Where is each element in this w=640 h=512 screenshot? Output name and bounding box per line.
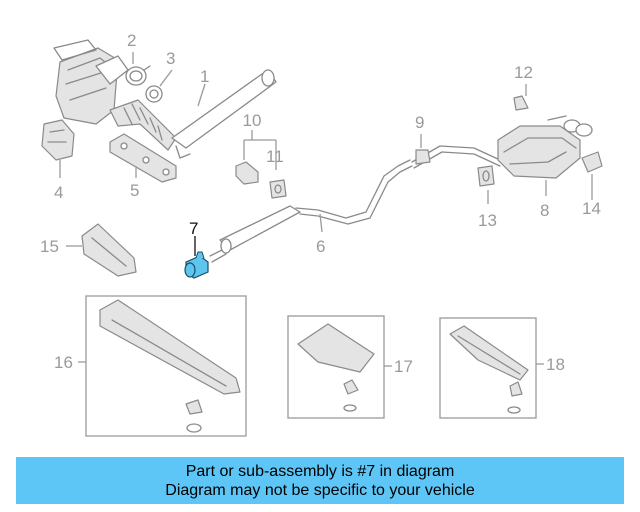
- heat-shield-17: [297, 323, 375, 412]
- hanger-10: [235, 161, 259, 185]
- gasket: [145, 85, 163, 103]
- callout-16: 16: [54, 353, 73, 372]
- part-7-clamp[interactable]: [184, 251, 209, 279]
- caption-line-1: Part or sub-assembly is #7 in diagram: [185, 462, 455, 480]
- hanger-9: [415, 149, 431, 165]
- callout-13: 13: [478, 211, 497, 230]
- callout-leaders: [59, 52, 593, 367]
- callout-5: 5: [130, 181, 139, 200]
- callout-15: 15: [40, 237, 59, 256]
- callout-10: 10: [243, 111, 262, 130]
- callout-11: 11: [266, 147, 284, 166]
- box-18: [439, 317, 537, 419]
- exhaust-parts-diagram: 1 2 3 4 5 6 7 8 9 10 11 12 13 14 15 16 1…: [40, 31, 603, 437]
- hanger-11: [269, 179, 287, 199]
- tip-14: [581, 151, 603, 173]
- callout-9: 9: [415, 113, 424, 132]
- callout-1: 1: [200, 67, 209, 86]
- callout-18: 18: [546, 355, 565, 374]
- callout-14: 14: [582, 199, 601, 218]
- catalytic-converter: [53, 39, 129, 125]
- heat-shield-18: [449, 325, 529, 414]
- clamp-ring: [125, 65, 151, 86]
- callout-4: 4: [54, 183, 63, 202]
- callout-17: 17: [394, 357, 413, 376]
- intermediate-pipe: [209, 159, 413, 263]
- box-16: [85, 295, 247, 437]
- caption-line-2: Diagram may not be specific to your vehi…: [165, 481, 475, 499]
- callout-12: 12: [514, 63, 533, 82]
- callout-8: 8: [540, 201, 549, 220]
- callout-7[interactable]: 7: [189, 219, 198, 238]
- support-bracket: [109, 133, 177, 183]
- heat-shield-bracket: [41, 119, 75, 161]
- callout-2: 2: [127, 31, 136, 50]
- flex-pipe: [109, 99, 177, 151]
- heat-shield-15: [81, 223, 137, 277]
- callout-3: 3: [166, 49, 175, 68]
- heat-shield-16: [99, 299, 241, 433]
- hanger-13: [477, 165, 495, 187]
- callout-labels: 1 2 3 4 5 6 7 8 9 10 11 12 13 14 15 16 1…: [40, 31, 601, 376]
- caption-banner: Part or sub-assembly is #7 in diagram Di…: [16, 457, 624, 504]
- rear-muffler: [411, 115, 593, 179]
- front-pipe: [171, 69, 277, 159]
- bracket-12: [513, 95, 529, 111]
- callout-6: 6: [316, 237, 325, 256]
- box-17: [287, 315, 385, 419]
